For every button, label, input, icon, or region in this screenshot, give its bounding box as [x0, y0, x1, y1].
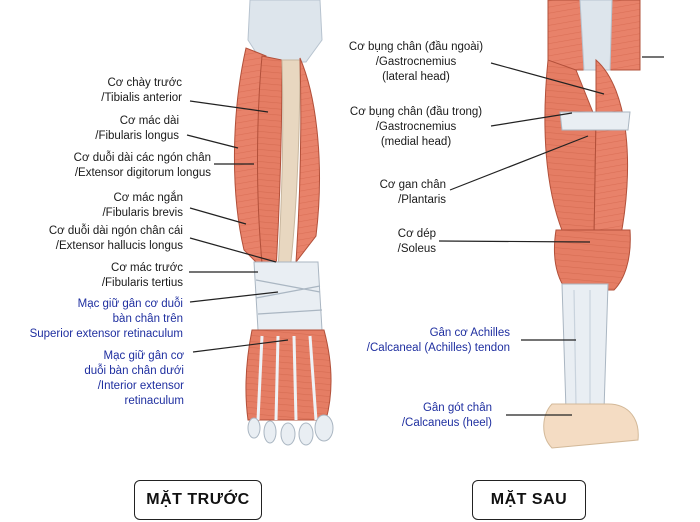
label-superior-extensor-retinaculum: Mạc giữ gân cơ duỗi bàn chân trên Superi…	[30, 297, 183, 342]
label-achilles-tendon: Gân cơ Achilles /Calcaneal (Achilles) te…	[367, 326, 510, 356]
label-line: Mạc giữ gân cơ	[103, 350, 184, 362]
label-plantaris: Cơ gan chân /Plantaris	[380, 178, 446, 208]
label-gastrocnemius-lateral: Cơ bụng chân (đầu ngoài) /Gastrocnemius …	[340, 40, 492, 85]
label-line: /Interior extensor	[97, 380, 184, 392]
label-line: retinaculum	[124, 395, 184, 407]
label-line: /Fibularis brevis	[102, 207, 183, 219]
label-extensor-digitorum-longus: Cơ duỗi dài các ngón chân /Extensor digi…	[74, 151, 211, 181]
label-line: /Tibialis anterior	[101, 92, 182, 104]
label-line: /Plantaris	[398, 194, 446, 206]
label-line: Cơ dép	[397, 228, 436, 240]
label-line: Gân gót chân	[422, 402, 492, 414]
label-gastrocnemius-medial: Cơ bụng chân (đầu trong) /Gastrocnemius …	[340, 105, 492, 150]
label-line: (medial head)	[380, 136, 452, 148]
label-line: Cơ duỗi dài các ngón chân	[73, 152, 211, 164]
label-line: duỗi bàn chân dưới	[84, 365, 184, 377]
label-inferior-extensor-retinaculum: Mạc giữ gân cơ duỗi bàn chân dưới /Inter…	[84, 349, 184, 409]
front-leg-illustration	[233, 0, 334, 446]
label-fibularis-longus: Cơ mác dài /Fibularis longus	[95, 114, 179, 144]
label-calcaneus: Gân gót chân /Calcaneus (heel)	[402, 401, 492, 431]
label-line: Cơ mác trước	[111, 262, 183, 274]
label-line: /Fibularis tertius	[101, 277, 183, 289]
label-line: Cơ duỗi dài ngón chân cái	[48, 225, 183, 237]
label-line: bàn chân trên	[112, 313, 183, 325]
label-line: (lateral head)	[382, 71, 450, 83]
label-line: Mạc giữ gân cơ duỗi	[77, 298, 183, 310]
label-fibularis-brevis: Cơ mác ngắn /Fibularis brevis	[102, 191, 183, 221]
label-line: Cơ bụng chân (đầu ngoài)	[348, 41, 484, 53]
label-line: Cơ mác ngắn	[113, 192, 183, 204]
label-line: /Calcaneus (heel)	[401, 417, 492, 429]
label-tibialis-anterior: Cơ chày trước /Tibialis anterior	[101, 76, 182, 106]
label-line: /Soleus	[397, 243, 436, 255]
back-view-title: MẶT SAU	[472, 480, 586, 520]
label-line: Cơ mác dài	[119, 115, 179, 127]
back-leg-illustration	[543, 0, 641, 449]
front-view-title: MẶT TRƯỚC	[134, 480, 262, 520]
label-extensor-hallucis-longus: Cơ duỗi dài ngón chân cái /Extensor hall…	[49, 224, 183, 254]
label-line: Cơ bụng chân (đầu trong)	[349, 106, 483, 118]
label-fibularis-tertius: Cơ mác trước /Fibularis tertius	[102, 261, 183, 291]
label-soleus: Cơ dép /Soleus	[398, 227, 436, 257]
label-line: /Gastrocnemius	[375, 121, 457, 133]
label-line: /Fibularis longus	[95, 130, 179, 142]
label-line: /Extensor digitorum longus	[74, 167, 211, 179]
label-line: /Gastrocnemius	[375, 56, 457, 68]
label-line: Superior extensor retinaculum	[29, 328, 183, 340]
label-line: /Calcaneal (Achilles) tendon	[366, 342, 510, 354]
label-line: Gân cơ Achilles	[429, 327, 510, 339]
label-line: /Extensor hallucis longus	[55, 240, 183, 252]
label-line: Cơ gan chân	[379, 179, 446, 191]
leader-lines	[186, 56, 664, 416]
label-line: Cơ chày trước	[107, 77, 182, 89]
